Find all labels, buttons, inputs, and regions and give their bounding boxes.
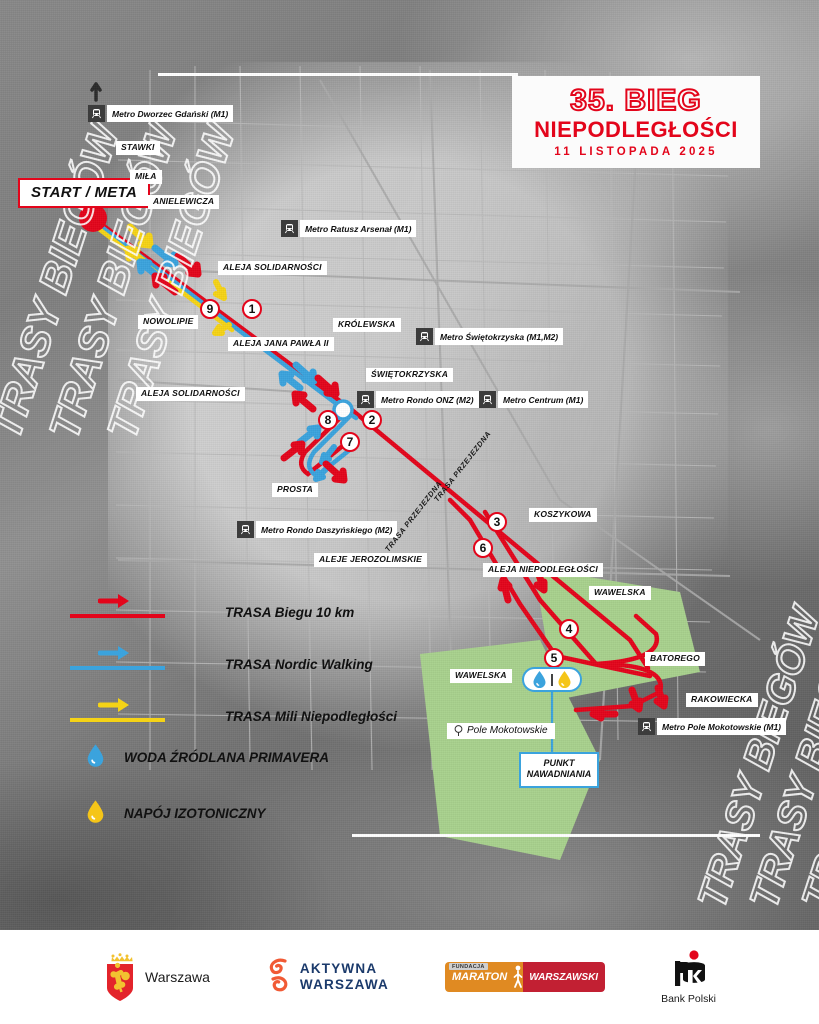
metro-station-label: Metro Świętokrzyska (M1,M2) (416, 328, 564, 345)
metro-station-label: Metro Centrum (M1) (479, 391, 589, 408)
sponsor-maraton-fundacja-tag: FUNDACJA (448, 963, 488, 970)
street-label: ALEJA SOLIDARNOŚCI (136, 387, 245, 401)
metro-station-name: Metro Ratusz Arsenał (M1) (300, 220, 417, 237)
route-km-marker: 5 (544, 648, 564, 668)
street-label: KRÓLEWSKA (333, 318, 401, 332)
park-label-pole-mokotowskie: Pole Mokotowskie (447, 723, 555, 739)
park-area-pole-mokotowskie (420, 568, 700, 860)
water-station-marker (522, 667, 582, 692)
event-logo-title: 35. BIEG (569, 83, 702, 117)
park-label-text: Pole Mokotowskie (467, 725, 548, 736)
legend-route-item: TRASA Biegu 10 km (70, 588, 400, 640)
route-arrow-icon (98, 646, 129, 660)
street-label: ALEJA SOLIDARNOŚCI (218, 261, 327, 275)
metro-icon (416, 328, 433, 345)
legend-drink-item: NAPÓJ IZOTONICZNY (70, 800, 400, 856)
route-km-marker: 9 (200, 299, 220, 319)
pko-bank-polski-icon (674, 949, 705, 986)
map-legend: TRASA Biegu 10 km TRASA Nordic Walking T… (70, 588, 400, 856)
metro-icon (88, 105, 105, 122)
metro-station-name: Metro Rondo Daszyńskiego (M2) (256, 521, 398, 538)
aktywna-warszawa-icon (269, 958, 288, 992)
rondo-onz-roundabout (332, 399, 354, 421)
legend-route-label: TRASA Nordic Walking (225, 657, 373, 672)
route-km-marker: 4 (559, 619, 579, 639)
street-label: STAWKI (116, 141, 160, 155)
route-km-marker: 2 (362, 410, 382, 430)
street-label: WAWELSKA (589, 586, 651, 600)
sponsor-maraton-right-text: WARSZAWSKI (523, 962, 606, 992)
route-km-marker: 1 (242, 299, 262, 319)
street-label: ŚWIĘTOKRZYSKA (366, 368, 454, 382)
water-drop-icon (87, 744, 104, 767)
sponsor-warszawa: Warszawa (103, 953, 210, 1001)
metro-icon (357, 391, 374, 408)
street-label: ANIELEWICZA (148, 195, 220, 209)
legend-drink-label: WODA ŹRÓDLANA PRIMAVERA (124, 750, 329, 765)
metro-station-name: Metro Centrum (M1) (498, 391, 589, 408)
street-label: ALEJE JEROZOLIMSKIE (314, 553, 427, 567)
sponsor-pko-bank-polski: Bank Polski (661, 949, 716, 1005)
legend-drink-item: WODA ŹRÓDLANA PRIMAVERA (70, 744, 400, 800)
water-drop-icon (533, 671, 546, 688)
street-label: ALEJA JANA PAWŁA II (228, 337, 334, 351)
metro-station-label: Metro Pole Mokotowskie (M1) (638, 718, 787, 735)
street-label: BATOREGO (645, 652, 705, 666)
marker-divider (551, 673, 553, 686)
route-km-marker: 8 (318, 410, 338, 430)
route-km-marker: 3 (487, 512, 507, 532)
event-logo-subtitle: NIEPODLEGŁOŚCI (534, 116, 738, 142)
metro-station-name: Metro Świętokrzyska (M1,M2) (435, 328, 564, 345)
metro-station-label: Metro Dworzec Gdański (M1) (88, 105, 234, 122)
metro-station-label: Metro Ratusz Arsenał (M1) (281, 220, 417, 237)
street-label: NOWOLIPIE (138, 315, 199, 329)
legend-route-item: TRASA Mili Niepodległości (70, 692, 400, 744)
route-color-bar (70, 614, 165, 618)
start-finish-marker-dot (79, 204, 107, 232)
route-arrow-icon (98, 698, 129, 712)
metro-station-label: Metro Rondo ONZ (M2) (357, 391, 479, 408)
legend-drink-label: NAPÓJ IZOTONICZNY (124, 806, 266, 821)
route-color-bar (70, 718, 165, 722)
sponsor-pko-label: Bank Polski (661, 992, 716, 1005)
street-label: ALEJA NIEPODLEGŁOŚCI (483, 563, 603, 577)
isotonic-drop-icon (558, 671, 571, 688)
frame-line-bottom (352, 834, 760, 837)
event-logo-date: 11 LISTOPADA 2025 (554, 146, 718, 159)
metro-icon (479, 391, 496, 408)
metro-icon (281, 220, 298, 237)
frame-line-top (158, 73, 518, 76)
warsaw-mermaid-crest-icon (107, 953, 134, 1001)
sponsor-warszawa-label: Warszawa (145, 969, 210, 985)
metro-station-name: Metro Pole Mokotowskie (M1) (657, 718, 787, 735)
runner-figure-icon (513, 962, 524, 992)
street-label: MIŁA (130, 170, 162, 184)
street-label: RAKOWIECKA (686, 693, 758, 707)
isotonic-drop-icon (87, 800, 104, 823)
event-logo-box: 35. BIEG NIEPODLEGŁOŚCI 11 LISTOPADA 202… (512, 76, 760, 168)
direction-arrows (90, 82, 669, 722)
route-color-bar (70, 666, 165, 670)
legend-route-label: TRASA Biegu 10 km (225, 605, 355, 620)
metro-icon (638, 718, 655, 735)
route-km-marker: 6 (473, 538, 493, 558)
start-finish-label: START / META (18, 178, 151, 208)
street-label: PROSTA (272, 483, 318, 497)
legend-route-item: TRASA Nordic Walking (70, 640, 400, 692)
tree-icon (454, 725, 463, 736)
street-label: WAWELSKA (450, 669, 512, 683)
metro-station-name: Metro Dworzec Gdański (M1) (107, 105, 234, 122)
legend-route-label: TRASA Mili Niepodległości (225, 709, 398, 724)
route-km-marker: 7 (340, 432, 360, 452)
street-label: KOSZYKOWA (529, 508, 597, 522)
metro-icon (237, 521, 254, 538)
metro-station-label: Metro Rondo Daszyńskiego (M2) (237, 521, 398, 538)
metro-station-name: Metro Rondo ONZ (M2) (376, 391, 479, 408)
sponsor-maraton-warszawski: FUNDACJA MARATON WARSZAWSKI (444, 962, 606, 992)
route-arrow-icon (98, 594, 129, 608)
